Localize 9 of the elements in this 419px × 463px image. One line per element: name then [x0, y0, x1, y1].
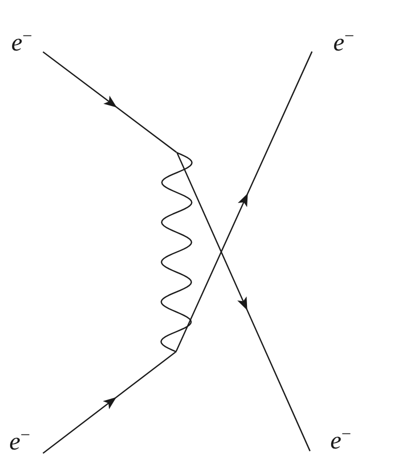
wavy-line: [160, 152, 193, 352]
particle-label: e$^{−}$: [331, 433, 350, 449]
arrow: [42, 352, 176, 454]
particle-label: e$^{−}$: [334, 35, 354, 51]
arrow: [42, 51, 177, 153]
particle-label: e$^{−}$: [12, 35, 32, 51]
particle-label: e$^{−}$: [10, 434, 30, 450]
arrow: [176, 153, 311, 452]
arrow: [176, 51, 313, 352]
